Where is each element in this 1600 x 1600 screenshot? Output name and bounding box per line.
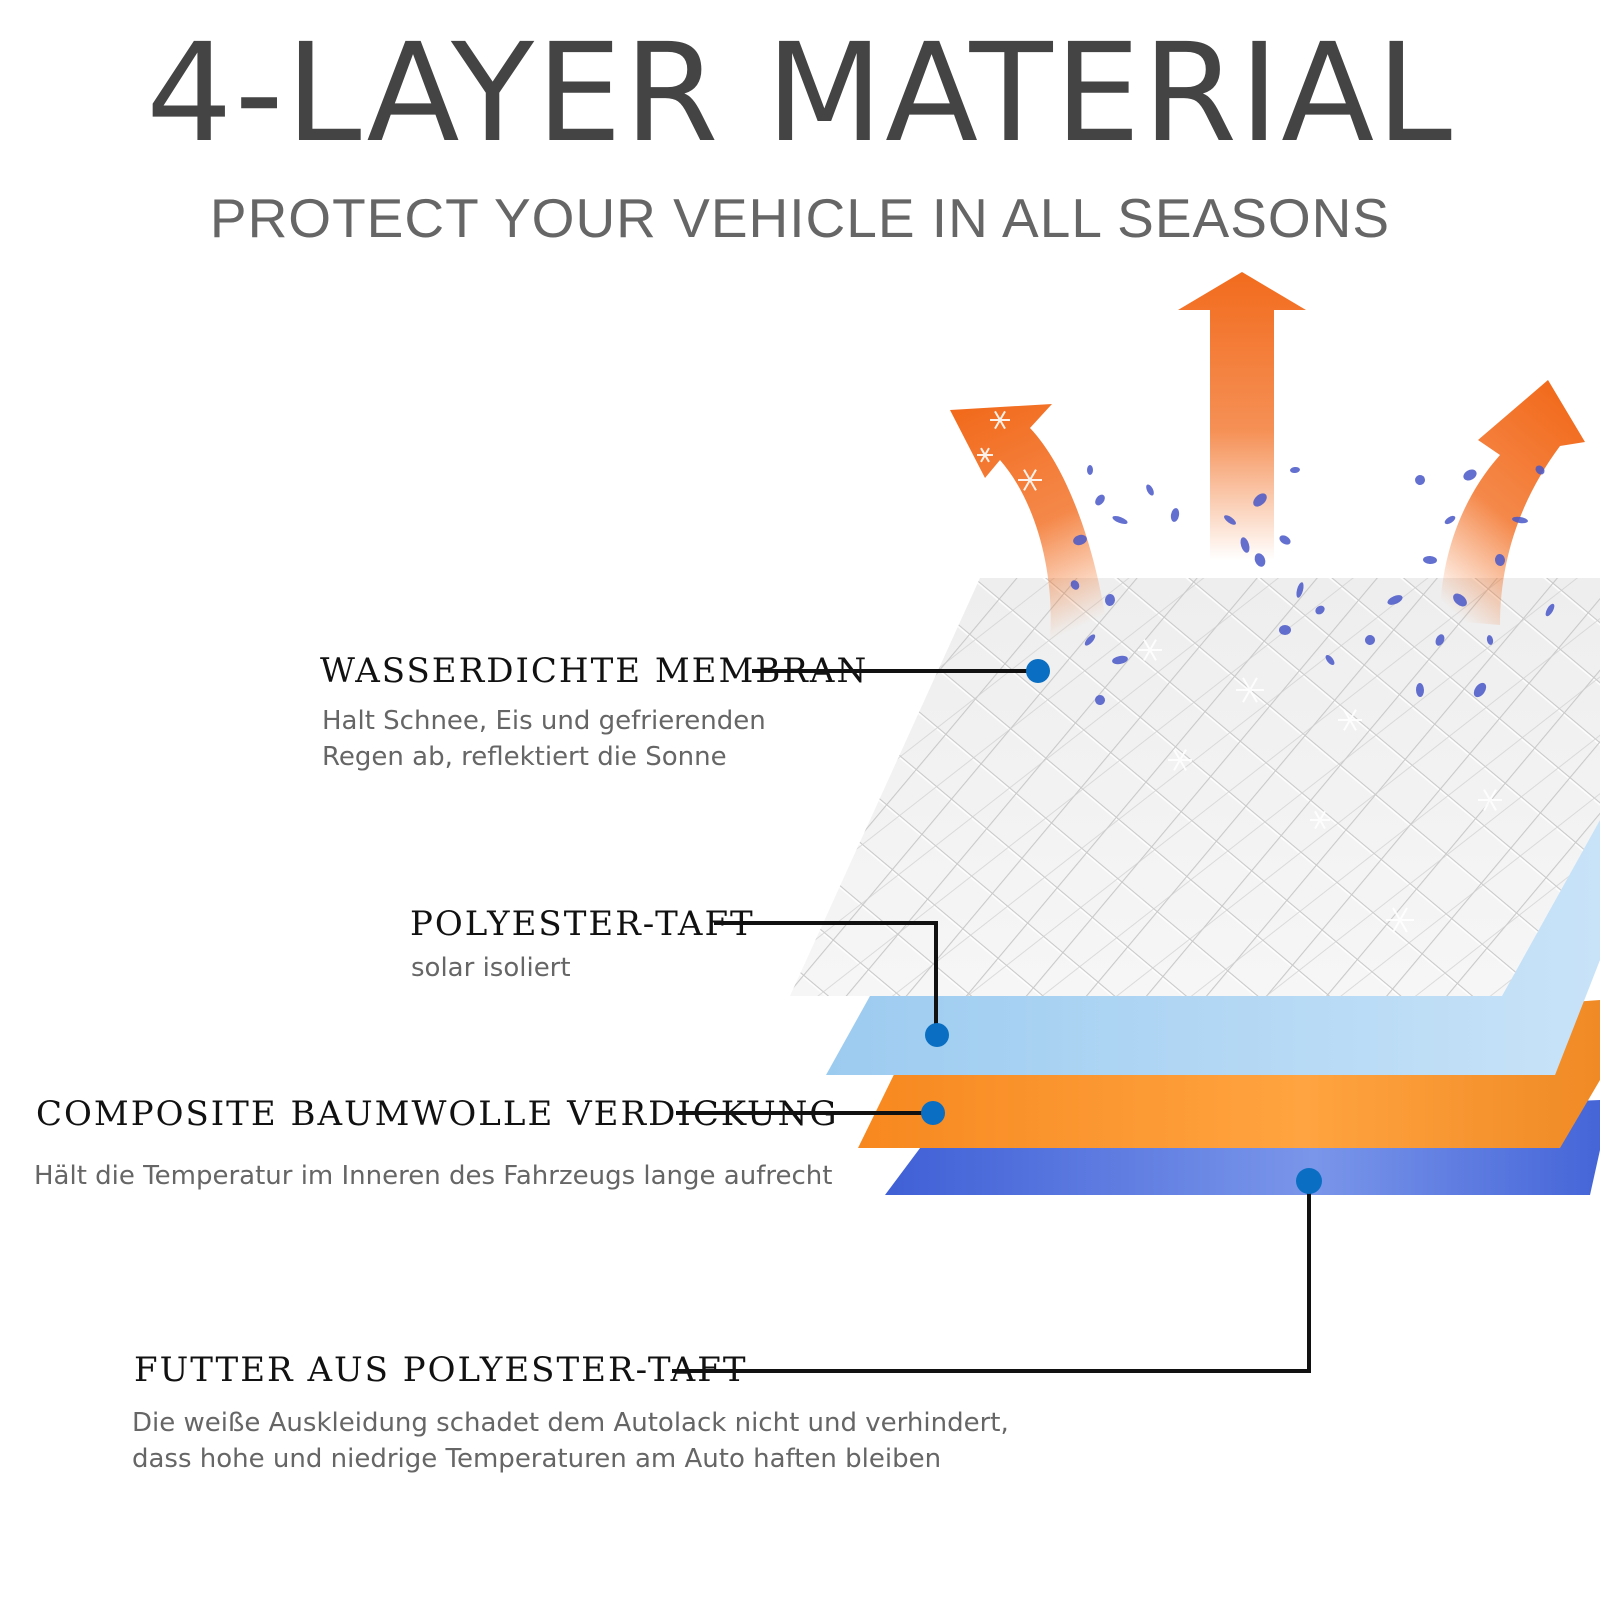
layer-4-description-line-2: dass hohe und niedrige Temperaturen am A… xyxy=(132,1444,942,1474)
water-droplet-icon xyxy=(1325,654,1335,666)
layer-1-description-line-2: Regen ab, reflektiert die Sonne xyxy=(322,742,727,772)
marker-composite xyxy=(921,1101,945,1125)
layer-1-description-line-1: Halt Schnee, Eis und gefrierenden xyxy=(322,706,766,736)
layer-2-description-line-1: solar isoliert xyxy=(411,953,571,983)
water-droplet-icon xyxy=(1364,635,1375,645)
snowflake-icon xyxy=(1386,907,1414,933)
snowflake-icon xyxy=(1018,469,1042,491)
snowflake-icon xyxy=(1310,810,1330,830)
layer-4-title: FUTTER AUS POLYESTER-TAFT xyxy=(134,1350,748,1390)
water-droplet-icon xyxy=(1224,515,1236,525)
water-droplet-icon xyxy=(1545,603,1555,617)
water-droplet-icon xyxy=(1095,494,1105,506)
snowflake-icon xyxy=(990,410,1010,430)
water-droplet-icon xyxy=(1473,682,1487,698)
layer-1-title: WASSERDICHTE MEMBRAN xyxy=(320,651,869,691)
water-droplet-icon xyxy=(1435,634,1445,646)
marker-futter xyxy=(1296,1168,1322,1194)
snowflake-icon xyxy=(977,447,993,463)
water-droplet-icon xyxy=(1070,465,1555,705)
leader-line-futter xyxy=(672,1181,1311,1373)
water-droplet-icon xyxy=(1253,493,1267,507)
water-droplet-icon xyxy=(1279,535,1291,545)
water-droplet-icon xyxy=(1494,554,1506,566)
layer-1-membrane-shape xyxy=(790,578,1600,996)
layer-3-title: COMPOSITE BAUMWOLLE VERDICKUNG xyxy=(36,1094,839,1134)
water-droplet-icon xyxy=(1486,635,1494,645)
water-droplet-icon xyxy=(1415,683,1425,697)
leader-line-taft xyxy=(714,921,938,1034)
curved-arrow-right-icon xyxy=(1440,380,1585,625)
snowflake-icon xyxy=(1478,789,1502,811)
water-droplet-icon xyxy=(1279,624,1291,636)
water-droplet-icon xyxy=(1415,475,1425,485)
water-droplet-icon xyxy=(1535,465,1545,475)
marker-taft xyxy=(925,1023,949,1047)
water-droplet-icon xyxy=(1070,580,1080,590)
water-droplet-icon xyxy=(1512,516,1528,524)
water-droplet-icon xyxy=(1453,593,1467,607)
water-droplet-icon xyxy=(1073,534,1087,546)
marker-membran xyxy=(1026,659,1050,683)
layer-2-title: POLYESTER-TAFT xyxy=(410,904,755,944)
water-droplet-icon xyxy=(1104,594,1116,606)
water-droplet-icon xyxy=(1444,515,1456,525)
water-droplet-icon xyxy=(1087,465,1093,475)
water-droplet-icon xyxy=(1387,595,1403,605)
water-droplet-icon xyxy=(1146,484,1154,496)
water-droplet-icon xyxy=(1423,555,1437,565)
up-arrow-icon xyxy=(1178,272,1306,560)
water-droplet-icon xyxy=(1112,655,1128,665)
water-droplet-icon xyxy=(1254,553,1266,567)
water-droplet-icon xyxy=(1095,695,1105,705)
water-droplet-icon xyxy=(1112,515,1128,525)
water-droplet-icon xyxy=(1170,508,1180,522)
water-droplet-icon xyxy=(1084,634,1096,646)
snowflake-icon xyxy=(1168,749,1192,771)
snowflake-icon xyxy=(1236,677,1264,703)
snowflake-icon xyxy=(1338,709,1362,731)
page-subtitle: PROTECT YOUR VEHICLE IN ALL SEASONS xyxy=(209,187,1391,249)
water-droplet-icon xyxy=(1315,605,1325,615)
snowflake-icon xyxy=(1138,639,1162,661)
water-droplet-icon xyxy=(1296,582,1304,598)
water-droplet-icon xyxy=(1290,466,1300,474)
water-droplet-icon xyxy=(1463,469,1477,481)
layer-3-description-line-1: Hält die Temperatur im Inneren des Fahrz… xyxy=(34,1161,833,1191)
snowflake-icon xyxy=(977,410,1502,933)
layer-4-description-line-1: Die weiße Auskleidung schadet dem Autola… xyxy=(132,1408,1009,1438)
curved-arrow-left-icon xyxy=(950,404,1110,650)
water-droplet-icon xyxy=(1240,537,1250,553)
page-title: 4-LAYER MATERIAL xyxy=(146,15,1454,173)
